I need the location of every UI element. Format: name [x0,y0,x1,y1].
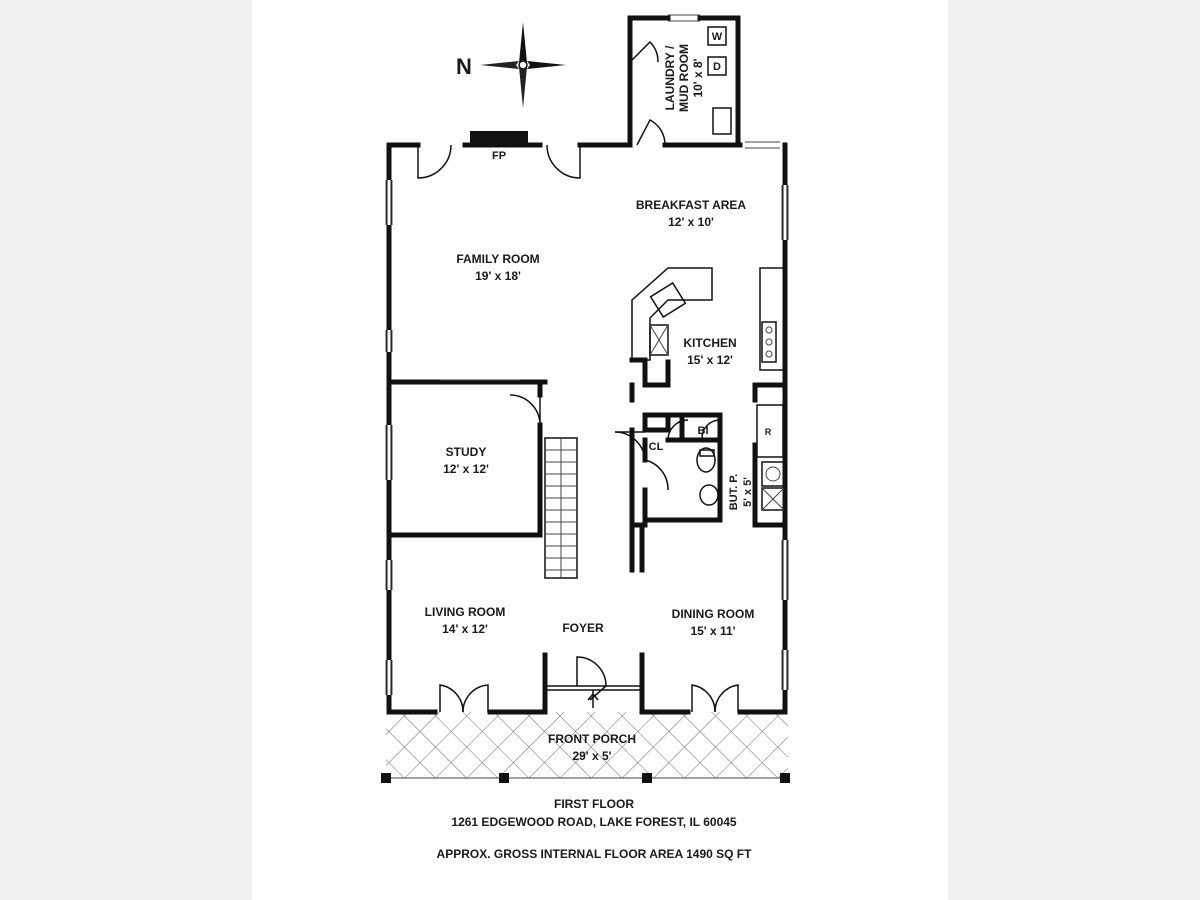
foyer-name: FOYER [562,621,604,635]
front-porch-size: 29' x 5' [572,749,611,763]
fireplace-label: FP [492,150,506,162]
floor-title: FIRST FLOOR [554,797,634,811]
living-room-size: 14' x 12' [442,622,488,636]
interior-walls [386,267,788,663]
breakfast-area-name: BREAKFAST AREA [636,198,747,212]
refrigerator-label: R [765,427,772,437]
laundry-room-walls [627,14,741,148]
compass-rose-icon [480,22,566,108]
front-porch-deck [386,712,788,778]
front-porch-name: FRONT PORCH [548,732,636,746]
dining-room-name: DINING ROOM [672,607,755,621]
built-in-label: BI [698,425,709,437]
laundry-room-label-line2: MUD ROOM [677,44,691,112]
closet-label: CL [649,441,664,453]
kitchen-name: KITCHEN [683,336,736,350]
compass-north-label: N [456,54,472,79]
property-address: 1261 EDGEWOOD ROAD, LAKE FOREST, IL 6004… [451,815,737,829]
laundry-room-size: 10' x 8' [691,58,705,97]
floor-area-note: APPROX. GROSS INTERNAL FLOOR AREA 1490 S… [437,847,753,861]
kitchen-size: 15' x 12' [687,353,733,367]
family-room-name: FAMILY ROOM [456,252,539,266]
dryer-label: D [713,61,721,73]
study-name: STUDY [446,445,487,459]
living-room-name: LIVING ROOM [425,605,506,619]
dining-room-size: 15' x 11' [690,624,735,638]
breakfast-area-size: 12' x 10' [668,215,714,229]
doors [417,144,739,713]
butlers-pantry-size: 5' x 5' [742,477,754,507]
laundry-room-label: LAUNDRY / [663,45,677,110]
windows [385,141,789,695]
butlers-pantry-name: BUT. P. [728,474,740,510]
family-room-size: 19' x 18' [475,269,521,283]
study-size: 12' x 12' [443,462,489,476]
washer-label: W [712,31,723,43]
